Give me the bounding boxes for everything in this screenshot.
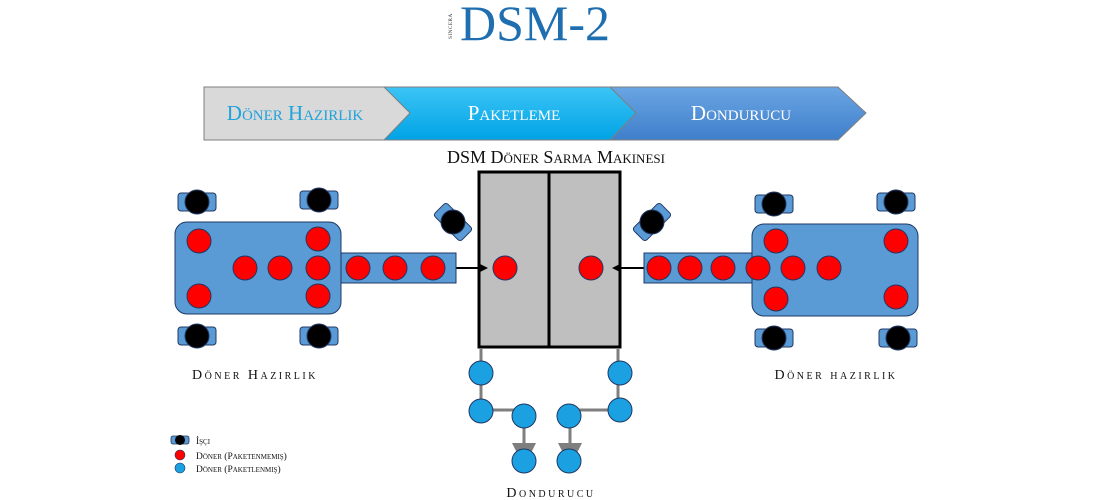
doner-packed — [607, 360, 633, 386]
packed-output-flow — [468, 348, 633, 474]
right-prep-station — [643, 223, 919, 317]
worker-icon — [170, 435, 190, 445]
doner-unpacked — [816, 255, 842, 281]
packed-doner-icon — [174, 462, 186, 474]
legend-packed-label: Döner (Paketlenmiş) — [196, 464, 281, 475]
doner-unpacked — [780, 255, 806, 281]
worker-icon — [433, 202, 473, 242]
right-area-label: Döner hazırlık — [774, 368, 897, 383]
doner-unpacked — [305, 226, 331, 252]
doner-unpacked — [420, 255, 446, 281]
wrapping-machine — [477, 170, 622, 349]
worker-icon — [177, 189, 217, 215]
left-area-label: Döner Hazırlık — [192, 368, 318, 383]
stage-hazirlik-label: Döner Hazırlık — [227, 101, 364, 125]
doner-unpacked — [883, 284, 909, 310]
worker-icon — [299, 323, 339, 349]
legend: İşçi Döner (Paketenmemiş) Döner (Paketle… — [170, 435, 287, 475]
doner-unpacked — [186, 283, 212, 309]
doner-unpacked — [763, 286, 789, 312]
worker-icon — [299, 187, 339, 213]
legend-worker-label: İşçi — [196, 435, 211, 447]
doner-unpacked — [305, 283, 331, 309]
left-prep-station — [174, 221, 457, 315]
doner-unpacked — [232, 255, 258, 281]
doner-packed — [468, 360, 494, 386]
freezer-label: Dondurucu — [506, 486, 595, 500]
doner-packed — [511, 448, 537, 474]
doner-packed — [468, 398, 494, 424]
stage-dondurucu-shape — [608, 86, 867, 141]
doner-unpacked — [763, 228, 789, 254]
doner-unpacked — [382, 255, 408, 281]
unpacked-doner-icon — [174, 449, 186, 461]
stage-dondurucu-label: Dondurucu — [691, 101, 791, 125]
brand-text: SINCERA — [448, 13, 454, 39]
doner-unpacked — [745, 255, 771, 281]
doner-unpacked — [646, 255, 672, 281]
worker-icon — [632, 202, 672, 242]
worker-icon — [754, 191, 794, 217]
doner-unpacked — [267, 255, 293, 281]
machine-doner-right — [578, 255, 604, 281]
machine-title: DSM Döner Sarma Makinesi — [447, 147, 665, 167]
feed-arrow-left-head — [480, 264, 488, 272]
doner-packed — [511, 403, 537, 429]
process-stages: Döner Hazırlık Paketleme Dondurucu — [203, 86, 867, 141]
doner-unpacked — [186, 228, 212, 254]
workers — [177, 187, 918, 351]
doner-packed — [556, 403, 582, 429]
feed-arrow-right-head — [612, 264, 620, 272]
worker-icon — [878, 325, 918, 351]
header: SINCERA DSM-2 — [448, 0, 610, 51]
page-title: DSM-2 — [460, 0, 610, 51]
worker-icon — [177, 323, 217, 349]
worker-icon — [754, 325, 794, 351]
doner-unpacked — [883, 228, 909, 254]
doner-unpacked — [710, 255, 736, 281]
left-prep-table — [174, 221, 342, 315]
stage-paketleme-label: Paketleme — [468, 101, 561, 125]
doner-unpacked — [677, 255, 703, 281]
worker-icon — [876, 189, 916, 215]
doner-unpacked — [345, 255, 371, 281]
doner-packed — [607, 397, 633, 423]
doner-unpacked — [305, 255, 331, 281]
machine-doner-left — [492, 255, 518, 281]
doner-packed — [556, 448, 582, 474]
output-path-right — [558, 348, 620, 467]
legend-unpacked-label: Döner (Paketenmemiş) — [196, 451, 287, 462]
